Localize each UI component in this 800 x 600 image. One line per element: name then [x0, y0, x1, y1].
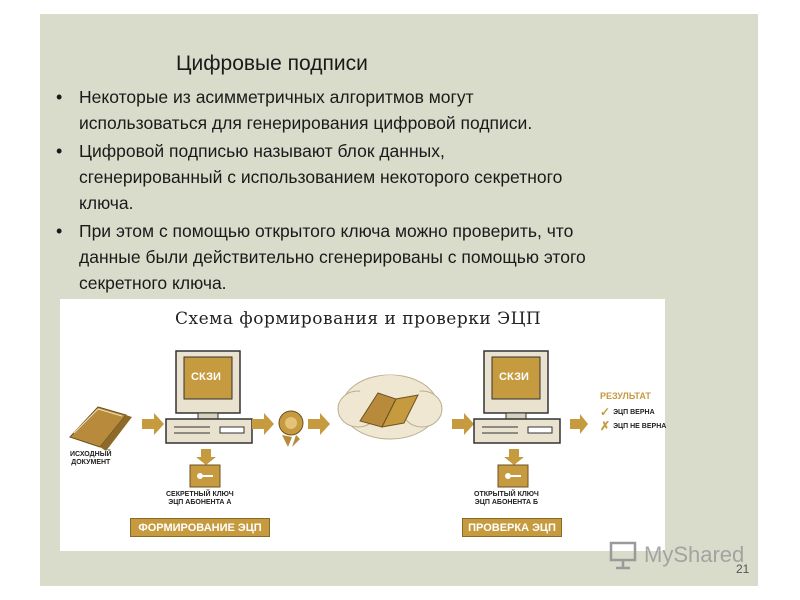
- source-document-icon: [69, 406, 132, 451]
- bullet-item: При этом с помощью открытого ключа можно…: [54, 218, 734, 296]
- arrow-icon: [308, 413, 330, 435]
- arrow-icon: [452, 413, 474, 435]
- result-bad-item: ✗ЭЦП НЕ ВЕРНА: [600, 419, 667, 433]
- check-icon: ✓: [600, 405, 611, 419]
- bullet-item: Цифровой подписью называют блок данных, …: [54, 138, 734, 216]
- cross-icon: ✗: [600, 419, 611, 433]
- seal-icon: [278, 410, 304, 447]
- bullet-item: Некоторые из асимметричных алгоритмов мо…: [54, 84, 734, 136]
- signature-scheme-diagram: Схема формирования и проверки ЭЦП: [60, 299, 667, 551]
- arrow-icon: [252, 413, 274, 435]
- watermark: MyShared: [608, 540, 744, 570]
- bullet-list: Некоторые из асимметричных алгоритмов мо…: [54, 84, 734, 298]
- result-title: РЕЗУЛЬТАТ: [600, 391, 651, 401]
- slide-title: Цифровые подписи: [176, 52, 368, 75]
- stage-form-label: ФОРМИРОВАНИЕ ЭЦП: [130, 518, 270, 537]
- skzi-right-label: СКЗИ: [499, 371, 529, 383]
- computer-right-icon: [473, 350, 561, 444]
- watermark-text: MyShared: [644, 542, 745, 567]
- open-key-label: ОТКРЫТЫЙ КЛЮЧ ЭЦП АБОНЕНТА Б: [474, 491, 539, 506]
- cloud-icon: [337, 374, 443, 440]
- skzi-left-label: СКЗИ: [191, 371, 221, 383]
- presentation-board-icon: [609, 541, 637, 570]
- diagram-title: Схема формирования и проверки ЭЦП: [175, 309, 542, 329]
- result-ok-item: ✓ЭЦП ВЕРНА: [600, 405, 655, 419]
- open-key-box-icon: [497, 449, 529, 488]
- stage-check-label: ПРОВЕРКА ЭЦП: [462, 518, 562, 537]
- diagram-graphics: [69, 350, 588, 488]
- arrow-icon: [570, 414, 588, 434]
- computer-left-icon: [165, 350, 253, 444]
- source-document-label: ИСХОДНЫЙ ДОКУМЕНТ: [70, 451, 112, 466]
- arrow-icon: [142, 413, 164, 435]
- page-number: 21: [736, 562, 750, 576]
- secret-key-box-icon: [189, 449, 221, 488]
- secret-key-label: СЕКРЕТНЫЙ КЛЮЧ ЭЦП АБОНЕНТА А: [166, 491, 234, 506]
